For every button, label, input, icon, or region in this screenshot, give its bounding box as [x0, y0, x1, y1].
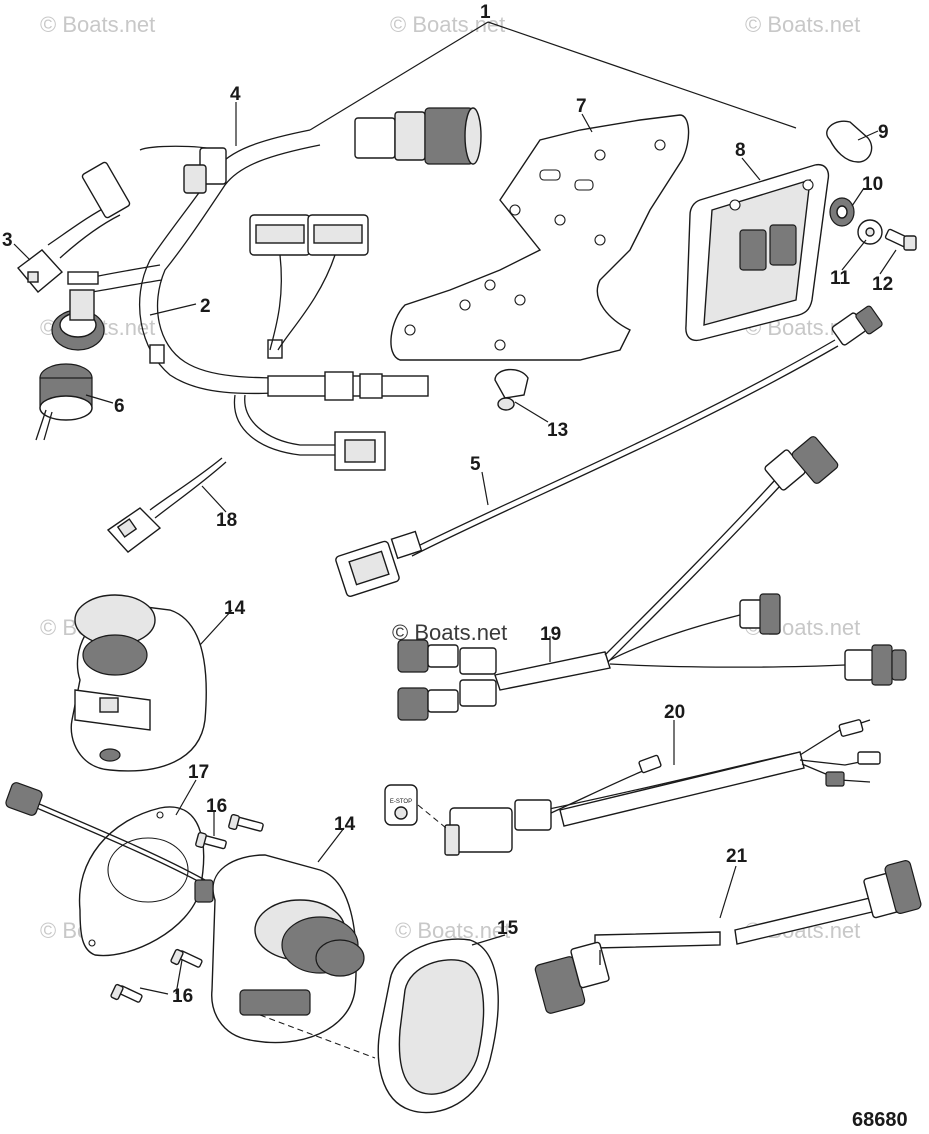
callout-15: 15: [497, 918, 519, 939]
callout-10: 10: [862, 174, 883, 195]
connector-cap-6: [35, 363, 93, 441]
callout-5: 5: [470, 454, 481, 475]
sensor-4: [81, 145, 227, 219]
callout-11: 11: [830, 268, 851, 289]
callout-14-upper: 14: [224, 598, 246, 619]
callout-18: 18: [216, 510, 237, 531]
callout-2: 2: [200, 296, 211, 317]
screws-16: [110, 813, 264, 1003]
module-8: [685, 163, 830, 342]
callout-21: 21: [726, 846, 748, 867]
clip-13: [494, 368, 529, 411]
cover-15: [259, 938, 499, 1114]
callout-labels: 1 2 3 4 5 6 7 8 9 10 11 12 13 14 14 15 1…: [2, 2, 893, 1007]
callout-3: 3: [2, 230, 13, 251]
estop-switch: [384, 784, 418, 826]
callout-6: 6: [114, 396, 125, 417]
leader-lines: [13, 21, 897, 995]
callout-4: 4: [230, 84, 241, 105]
figure-number: 68680: [852, 1109, 908, 1131]
callout-12: 12: [872, 274, 893, 295]
harness-5: [335, 305, 883, 597]
connector-3: [16, 204, 121, 293]
callout-7: 7: [576, 96, 587, 117]
callout-1: 1: [480, 2, 491, 23]
watermark: © Boats.net: [390, 12, 505, 37]
callout-13: 13: [547, 420, 568, 441]
watermark: © Boats.net: [745, 12, 860, 37]
gasket-17: [78, 806, 205, 957]
hardware-9-12: [826, 120, 917, 251]
callout-19: 19: [540, 624, 561, 645]
callout-16-upper: 16: [206, 796, 227, 817]
bracket-7: [390, 114, 690, 361]
harness-20: E-STOP: [384, 719, 881, 856]
callout-9: 9: [878, 122, 889, 143]
main-harness: [67, 107, 482, 471]
callout-14-lower: 14: [334, 814, 356, 835]
control-14-upper: [70, 594, 207, 772]
callout-17: 17: [188, 762, 209, 783]
callout-20: 20: [664, 702, 685, 723]
estop-label: E-STOP: [390, 799, 412, 805]
harness-19: [397, 436, 907, 721]
callout-16-lower: 16: [172, 986, 193, 1007]
connector-ring: [51, 289, 105, 351]
callout-8: 8: [735, 140, 746, 161]
watermark: © Boats.net: [40, 12, 155, 37]
control-14-lower: [5, 782, 365, 1044]
pigtail-18: [106, 457, 227, 553]
harness-21: [534, 860, 922, 1014]
